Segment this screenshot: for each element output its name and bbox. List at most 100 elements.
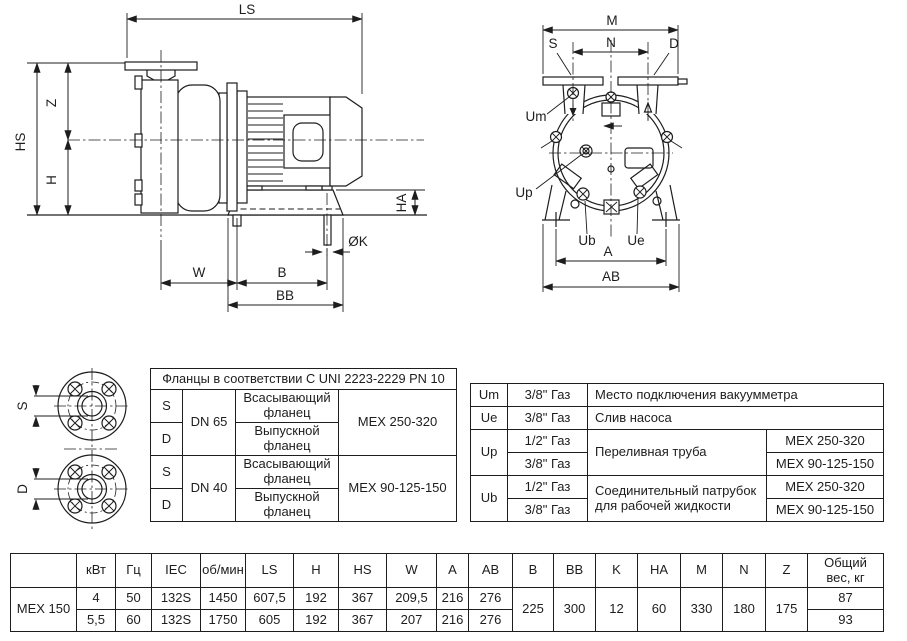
connection-code-cell: Ub <box>470 475 508 522</box>
dim-label-bolt-diameter: ØK <box>348 234 368 249</box>
connection-size-cell: 1/2" Газ <box>507 429 588 453</box>
dim-label-w: W <box>193 265 206 280</box>
front-view-center-lines <box>549 40 673 237</box>
dn-cell: DN 40 <box>182 455 236 522</box>
cell-a-60hz: 216 <box>436 609 469 632</box>
port-label-s: S <box>548 36 557 51</box>
connection-desc-cell: Переливная труба <box>587 429 767 476</box>
cell-freq-50hz: 50 <box>115 587 152 610</box>
side-view-reference-lines <box>27 13 427 216</box>
connection-desc-cell: Место подключения вакуумметра <box>586 383 885 407</box>
dim-label-ls: LS <box>239 2 256 17</box>
header-hs: HS <box>338 553 387 588</box>
suction-flange-face: S <box>15 371 130 441</box>
header-h: H <box>293 553 339 588</box>
port-cell: D <box>150 422 183 456</box>
connection-label-up: Up <box>515 185 532 200</box>
header-k: K <box>595 553 638 588</box>
dim-label-ha: HA <box>394 194 409 213</box>
model-name-cell: MEX 150 <box>10 587 77 632</box>
dim-label-m: M <box>606 13 617 28</box>
header-ls: LS <box>245 553 294 588</box>
cell-w-50hz: 209,5 <box>386 587 437 610</box>
cell-ab-60hz: 276 <box>468 609 513 632</box>
header-power: кВт <box>76 553 116 588</box>
port-label-d: D <box>669 36 679 51</box>
connection-model-cell: MEX 250-320 <box>765 475 885 499</box>
port-cell: D <box>150 488 183 522</box>
flange-type-cell: Выпускной фланец <box>235 422 339 456</box>
model-cell: MEX 250-320 <box>338 389 457 456</box>
header-bb: BB <box>553 553 596 588</box>
dim-label-ab: AB <box>602 269 620 284</box>
cell-a-50hz: 216 <box>436 587 469 610</box>
dim-label-b: B <box>277 265 286 280</box>
header-a: A <box>436 553 469 588</box>
cell-power-50hz: 4 <box>76 587 116 610</box>
connection-label-um: Um <box>526 109 547 124</box>
flange-type-cell: Всасывающий фланец <box>235 455 339 489</box>
cell-freq-60hz: 60 <box>115 609 152 632</box>
header-iec: IEC <box>151 553 201 588</box>
connection-label-ub: Ub <box>578 233 595 248</box>
flange-bore-label-s: S <box>15 401 30 410</box>
front-view-dimensions: M N S D Um Up Ub Ue A AB <box>515 13 680 292</box>
connection-model-cell: MEX 250-320 <box>765 429 885 453</box>
cell-ab-50hz: 276 <box>468 587 513 610</box>
connection-desc-cell: Соединительный патрубок для рабочей жидк… <box>587 475 767 522</box>
header-ha: HA <box>637 553 681 588</box>
cell-z-shared: 175 <box>765 587 808 632</box>
cell-power-60hz: 5,5 <box>76 609 116 632</box>
cell-rpm-50hz: 1450 <box>200 587 246 610</box>
connection-size-cell: 3/8" Газ <box>507 406 588 430</box>
connection-model-cell: MEX 90-125-150 <box>765 452 885 476</box>
dim-label-z: Z <box>44 99 59 107</box>
dim-label-a: A <box>603 244 612 259</box>
dim-label-n: N <box>606 35 616 50</box>
connection-table: Um 3/8" Газ Место подключения вакуумметр… <box>470 383 885 522</box>
flange-bore-label-d: D <box>15 484 30 494</box>
header-rpm: об/мин <box>200 553 246 588</box>
header-freq: Гц <box>115 553 152 588</box>
connection-code-cell: Up <box>470 429 508 476</box>
cell-n-shared: 180 <box>722 587 766 632</box>
cell-k-shared: 12 <box>595 587 638 632</box>
cell-hs-60hz: 367 <box>338 609 387 632</box>
dn-cell: DN 65 <box>182 389 236 456</box>
port-cell: S <box>150 389 183 423</box>
cell-h-60hz: 192 <box>293 609 339 632</box>
cell-weight-50hz: 87 <box>807 587 884 610</box>
cell-bb-shared: 300 <box>553 587 596 632</box>
port-cell: S <box>150 455 183 489</box>
flange-type-cell: Всасывающий фланец <box>235 389 339 423</box>
cell-m-shared: 330 <box>680 587 723 632</box>
header-z: Z <box>765 553 808 588</box>
header-w: W <box>386 553 437 588</box>
cell-h-50hz: 192 <box>293 587 339 610</box>
dimension-table: кВт Гц IEC об/мин LS H HS W A AB B BB K … <box>10 553 884 632</box>
flange-table-title: Фланцы в соответствии С UNI 2223-2229 PN… <box>150 368 457 390</box>
cell-ls-60hz: 605 <box>245 609 294 632</box>
connection-size-cell: 3/8" Газ <box>507 383 588 407</box>
connection-label-ue: Ue <box>627 233 644 248</box>
cell-rpm-60hz: 1750 <box>200 609 246 632</box>
pump-front-outline <box>540 76 688 227</box>
connection-code-cell: Um <box>470 383 508 407</box>
header-weight: Общий вес, кг <box>807 553 884 588</box>
flange-type-cell: Выпускной фланец <box>235 488 339 522</box>
header-m: M <box>680 553 723 588</box>
corner-cell <box>10 553 77 588</box>
cell-w-60hz: 207 <box>386 609 437 632</box>
cell-iec-50hz: 132S <box>151 587 201 610</box>
side-view-dimensions: LS HS Z H HA ØK W B <box>13 2 425 312</box>
dim-label-hs: HS <box>13 133 28 152</box>
pump-side-outline <box>124 61 363 246</box>
connection-model-cell: MEX 90-125-150 <box>765 498 885 522</box>
dim-label-h: H <box>44 175 59 185</box>
connection-code-cell: Ue <box>470 406 508 430</box>
cell-weight-60hz: 93 <box>807 609 884 632</box>
front-view-drawing: M N S D Um Up Ub Ue A AB <box>515 13 688 292</box>
flange-detail-drawing: S D <box>15 368 130 529</box>
